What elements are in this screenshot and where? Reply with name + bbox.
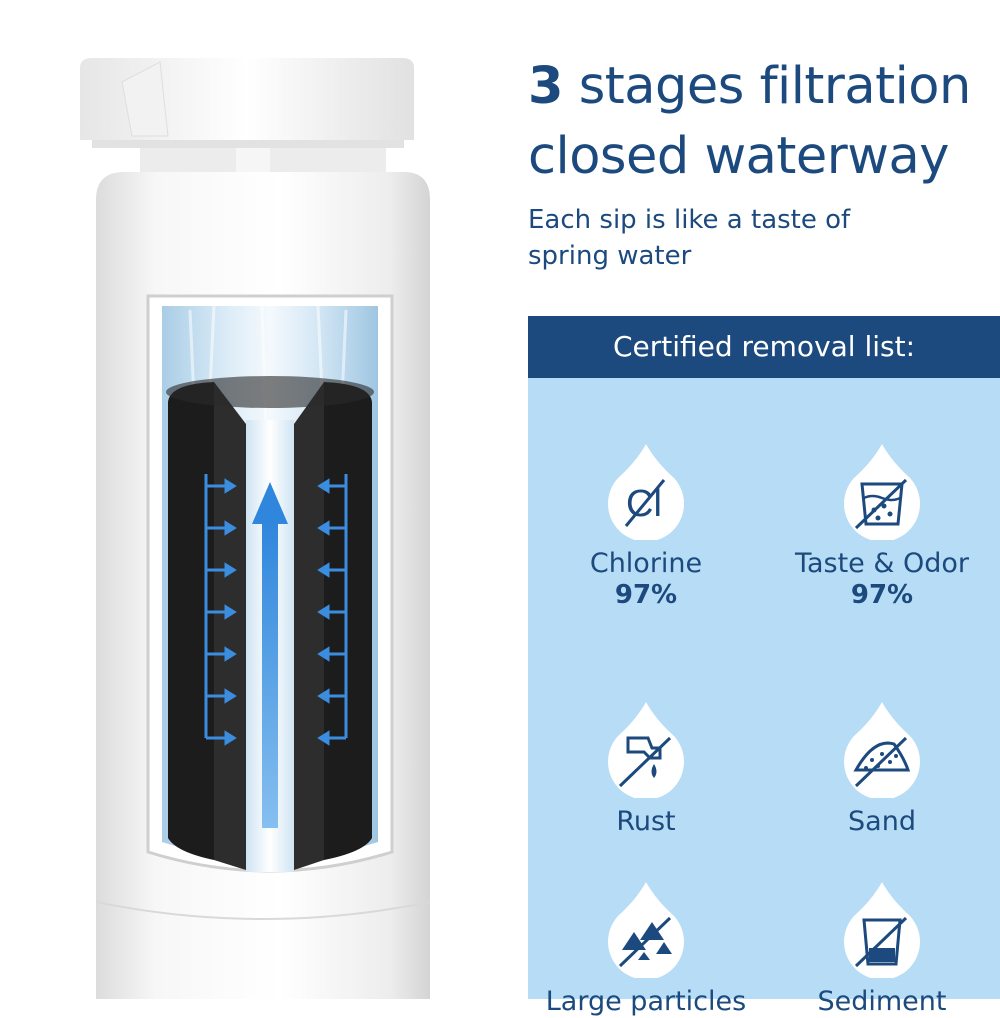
center-flow-arrow xyxy=(252,482,288,828)
subheadline-line-1: Each sip is like a taste of xyxy=(528,205,851,235)
filter-cap xyxy=(80,58,414,178)
removal-item-large-particles: Large particles xyxy=(528,878,764,1018)
subheadline: Each sip is like a taste of spring water xyxy=(528,202,998,274)
removal-item-sand: Sand xyxy=(764,698,1000,838)
large-particles-icon xyxy=(608,882,684,978)
removal-label: Large particles xyxy=(545,986,747,1017)
stage-count: 3 xyxy=(528,57,564,116)
headline-line-1: 3 stages filtration xyxy=(528,52,998,122)
removal-item-sediment: Sediment xyxy=(764,878,1000,1018)
removal-item-rust: Rust xyxy=(528,698,764,838)
chlorine-icon: Cl xyxy=(608,444,684,540)
removal-item-chlorine: Cl Chlorine 97% xyxy=(528,440,764,610)
headline-line-2: closed waterway xyxy=(528,127,949,186)
right-inflow-arrows xyxy=(317,474,348,746)
heading-block: 3 stages filtration closed waterway Each… xyxy=(528,52,998,274)
removal-percent: 97% xyxy=(614,580,678,610)
removal-label: Rust xyxy=(616,806,676,837)
removal-label: Chlorine xyxy=(589,548,703,579)
headline-line-1-text: stages filtration xyxy=(563,57,972,116)
removal-label: Sand xyxy=(848,806,916,837)
rust-icon xyxy=(608,702,684,798)
left-inflow-arrows xyxy=(204,474,237,746)
cutaway-window xyxy=(146,294,394,873)
sand-icon xyxy=(844,702,920,798)
removal-percent: 97% xyxy=(850,580,914,610)
removal-label: Taste & Odor xyxy=(794,548,970,579)
removal-grid: Cl Chlorine 97% Taste & Odor 97% xyxy=(528,378,1000,1017)
taste-odor-icon xyxy=(844,444,920,540)
removal-label: Sediment xyxy=(817,986,947,1017)
subheadline-line-2: spring water xyxy=(528,241,692,271)
carbon-block xyxy=(166,376,374,870)
sediment-icon xyxy=(844,882,920,978)
filter-cutaway-illustration xyxy=(80,58,431,999)
panel-title: Certified removal list: xyxy=(528,316,1000,378)
removal-item-taste-odor: Taste & Odor 97% xyxy=(764,440,1000,610)
certified-removal-panel: Certified removal list: Cl Chlorine 97% … xyxy=(528,316,1000,1017)
